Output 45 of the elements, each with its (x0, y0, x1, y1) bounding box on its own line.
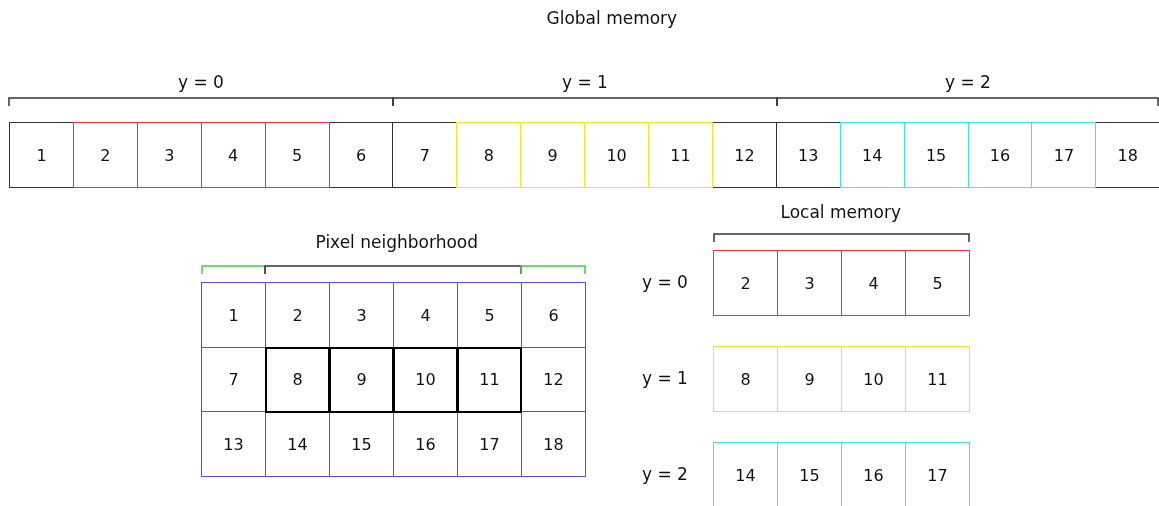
local-memory-cell: 2 (713, 250, 778, 316)
pixel-cell: 9 (329, 346, 394, 413)
local-memory-cell: 3 (777, 250, 842, 316)
local-memory-cell: 8 (713, 346, 778, 412)
row-label: y = 0 (642, 272, 688, 292)
pixel-cell: 18 (521, 411, 586, 477)
global-memory-cell: 16 (967, 122, 1033, 188)
section-label: Pixel neighborhood (315, 232, 478, 252)
global-memory-cell: 7 (392, 122, 458, 188)
global-memory-cell: 6 (328, 122, 394, 188)
pixel-cell: 8 (265, 346, 330, 413)
global-memory-cell: 12 (711, 122, 777, 188)
local-memory-cell: 4 (841, 250, 906, 316)
pixel-cell: 10 (393, 346, 458, 413)
global-memory-cell: 9 (520, 122, 586, 188)
global-memory-cell: 17 (1031, 122, 1097, 188)
pixel-cell: 1 (201, 282, 266, 348)
row-label: y = 0 (178, 72, 224, 92)
row-label: y = 1 (642, 368, 688, 388)
global-memory-cell: 11 (648, 122, 713, 188)
row-label: y = 2 (642, 464, 688, 484)
global-memory-cell: 13 (775, 122, 841, 188)
global-memory-cell: 5 (264, 122, 330, 188)
local-memory-cell: 14 (713, 442, 778, 506)
global-memory-cell: 8 (456, 122, 522, 188)
pixel-cell: 11 (457, 346, 522, 413)
row-label: y = 1 (562, 72, 608, 92)
section-label: Local memory (780, 202, 901, 222)
global-memory-cell: 15 (903, 122, 969, 188)
title: Global memory (546, 8, 678, 28)
global-memory-cell: 3 (136, 122, 202, 188)
local-memory-cell: 9 (777, 346, 842, 412)
local-memory-cell: 17 (905, 442, 970, 506)
global-memory-cell: 1 (9, 122, 74, 188)
global-memory-cell: 2 (72, 122, 138, 188)
pixel-cell: 13 (201, 411, 266, 477)
local-memory-cell: 5 (905, 250, 970, 316)
local-memory-cell: 10 (841, 346, 906, 412)
local-memory-cell: 11 (905, 346, 970, 412)
global-memory-cell: 14 (839, 122, 905, 188)
global-memory-cell: 18 (1095, 122, 1159, 188)
global-memory-cell: 4 (200, 122, 266, 188)
global-memory-cell: 10 (584, 122, 650, 188)
row-label: y = 2 (945, 72, 991, 92)
pixel-cell: 6 (521, 282, 586, 348)
